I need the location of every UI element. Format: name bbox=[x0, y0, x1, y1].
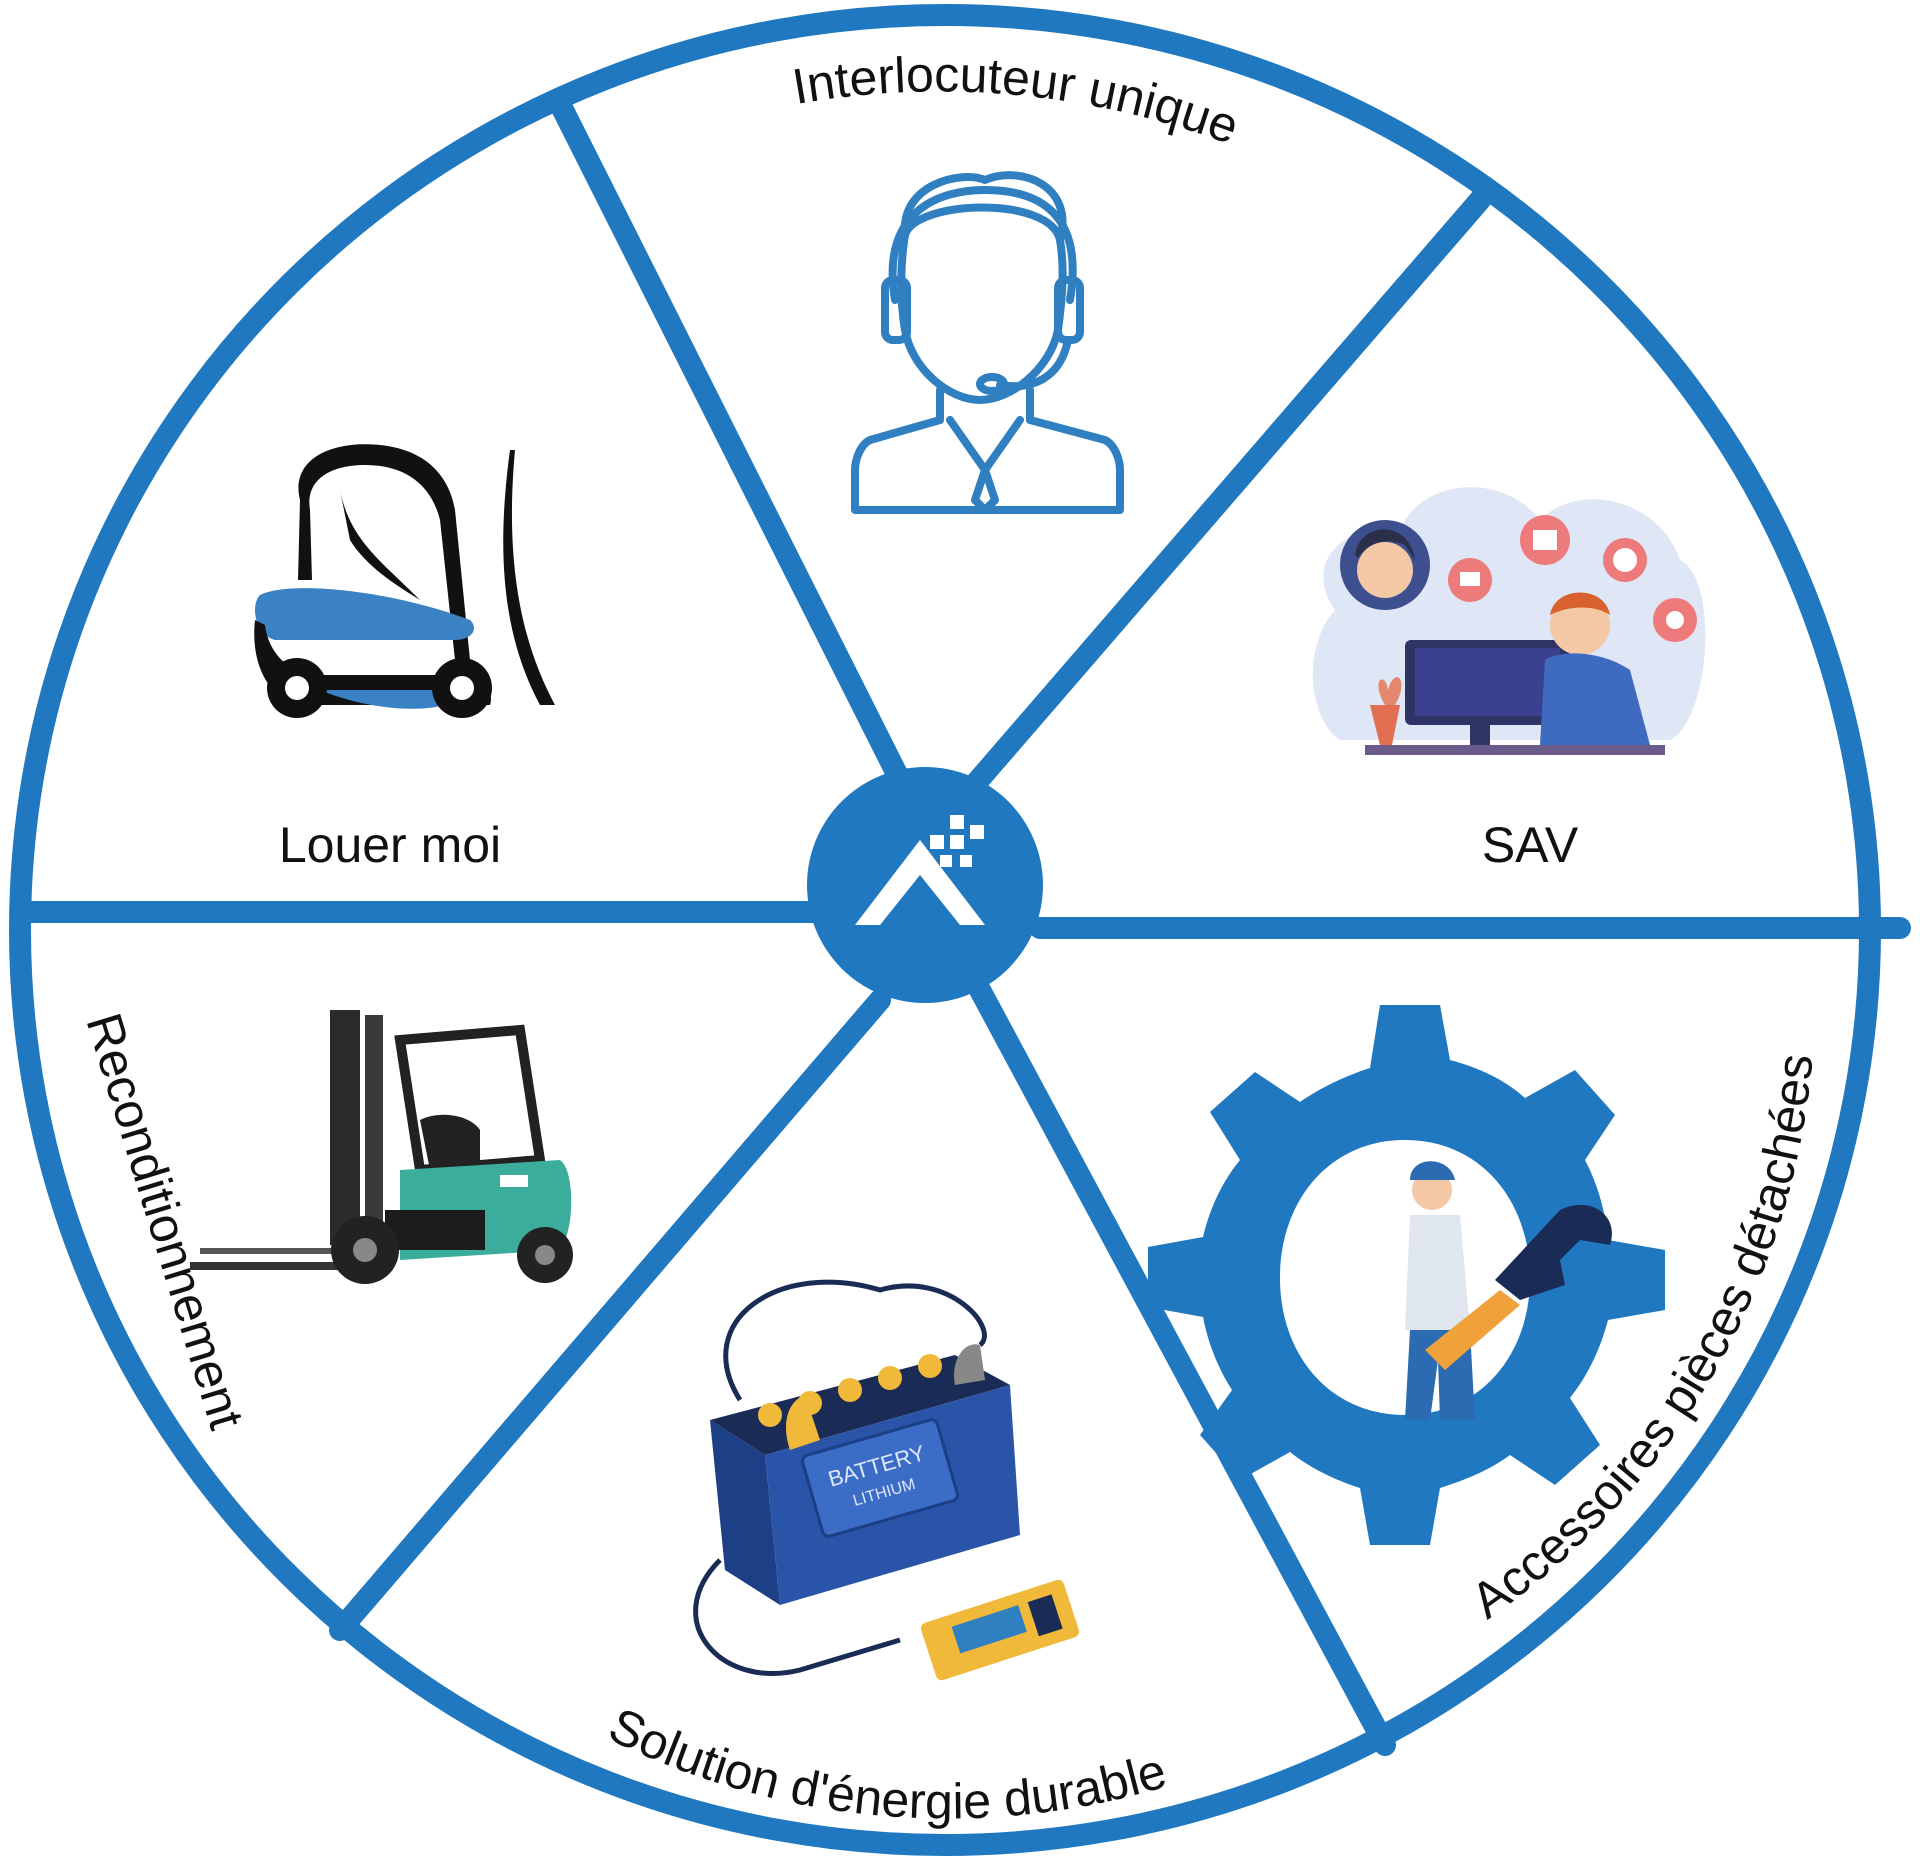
forklift-photo bbox=[190, 1010, 573, 1284]
forklift-logo-icon bbox=[254, 444, 555, 718]
segment-dividers bbox=[19, 93, 1911, 1756]
lithium-battery-icon: BATTERY LITHIUM bbox=[693, 1279, 1080, 1681]
center-hub bbox=[807, 767, 1043, 1003]
segment-label-louer: Louer moi bbox=[279, 817, 501, 873]
gear-mechanic-icon bbox=[1148, 1005, 1665, 1545]
company-logo-icon bbox=[855, 815, 985, 925]
segment-label-sav: SAV bbox=[1482, 817, 1579, 873]
headset-agent-icon bbox=[851, 171, 1124, 514]
customer-support-illustration bbox=[1312, 487, 1706, 755]
